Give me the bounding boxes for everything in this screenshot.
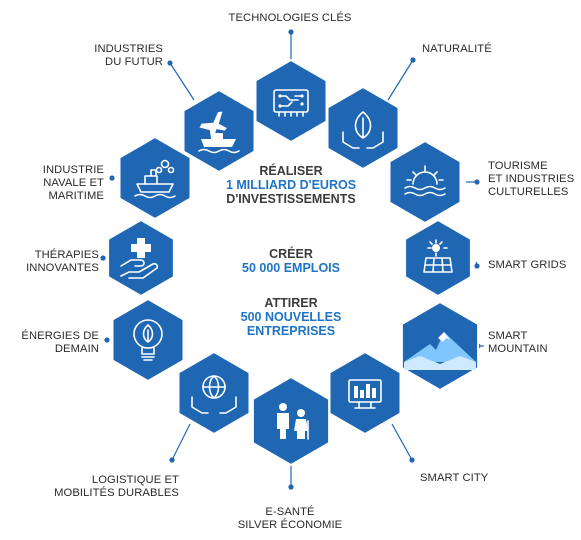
caregiver-icon bbox=[277, 403, 309, 440]
circuit-board-icon bbox=[273, 89, 309, 117]
connector-dot-smart-grids bbox=[474, 263, 480, 269]
goal-investment: RÉALISER 1 MILLIARD D'EUROS D'INVESTISSE… bbox=[196, 164, 386, 206]
hex-smart-grids bbox=[404, 218, 472, 298]
hex-futur bbox=[182, 88, 256, 174]
connector-dot-navale bbox=[109, 175, 115, 181]
hex-smart-mountain bbox=[400, 300, 480, 392]
plane-ship-icon bbox=[198, 111, 240, 154]
hexagon-shape bbox=[182, 88, 256, 174]
sunrise-waves-icon bbox=[404, 165, 446, 197]
connector-dot-technologies bbox=[288, 29, 294, 35]
connector-dot-futur bbox=[167, 60, 173, 66]
hex-smart-city bbox=[328, 350, 402, 436]
lightbulb-leaf-icon bbox=[133, 319, 163, 361]
hex-tourisme bbox=[388, 139, 462, 225]
hex-therapies bbox=[107, 218, 175, 298]
label-industrie-navale: INDUSTRIE NAVALE ET MARITIME bbox=[42, 164, 104, 202]
hex-logistique bbox=[177, 350, 251, 436]
connector-dot-e-sante bbox=[288, 484, 294, 490]
goal-jobs-amount: 50 000 EMPLOIS bbox=[242, 261, 340, 275]
connector-smart-city bbox=[391, 423, 413, 461]
leaf-hands-icon bbox=[342, 111, 384, 149]
label-technologies-cles: TECHNOLOGIES CLÉS bbox=[228, 12, 352, 24]
city-screen-icon bbox=[348, 379, 382, 409]
label-tourisme: TOURISME ET INDUSTRIES CULTURELLES bbox=[488, 160, 575, 198]
connector-dot-tourisme bbox=[474, 179, 480, 185]
goal-jobs-verb: CRÉER bbox=[269, 247, 313, 261]
hexagon-shape bbox=[328, 350, 402, 436]
hexagon-shape bbox=[177, 350, 251, 436]
connector-dot-therapies bbox=[100, 255, 106, 261]
label-naturalite: NATURALITÉ bbox=[422, 43, 492, 55]
label-logistique: LOGISTIQUE ET MOBILITÉS DURABLES bbox=[54, 474, 179, 499]
connector-naturalite bbox=[387, 59, 414, 101]
hexagon-shape bbox=[118, 135, 192, 221]
label-smart-grids: SMART GRIDS bbox=[488, 259, 567, 271]
goal-investment-amount: 1 MILLIARD D'EUROS bbox=[225, 178, 357, 192]
ship-gears-icon bbox=[134, 159, 176, 199]
goal-jobs: CRÉER 50 000 EMPLOIS bbox=[196, 247, 386, 275]
hexagon-shape bbox=[254, 58, 328, 144]
label-therapies: THÉRAPIES INNOVANTES bbox=[26, 249, 99, 274]
label-e-sante: E-SANTÉ SILVER ÉCONOMIE bbox=[237, 506, 343, 531]
goal-companies-amount: 500 NOUVELLES bbox=[240, 310, 342, 324]
goal-companies-verb: ATTIRER bbox=[264, 296, 318, 310]
hex-technologies bbox=[254, 58, 328, 144]
medical-cross-hand-icon bbox=[120, 238, 159, 279]
goal-investment-object: D'INVESTISSEMENTS bbox=[226, 192, 356, 206]
connector-dot-smart-city bbox=[409, 457, 415, 463]
connector-dot-logistique bbox=[169, 457, 175, 463]
label-smart-city: SMART CITY bbox=[420, 472, 489, 484]
hexagon-shape bbox=[388, 139, 462, 225]
globe-hands-icon bbox=[191, 375, 237, 414]
connector-lines bbox=[100, 29, 484, 490]
hex-navale bbox=[118, 135, 192, 221]
solar-panel-icon bbox=[423, 239, 453, 273]
label-smart-mountain: SMART MOUNTAIN bbox=[488, 330, 548, 355]
connector-dot-naturalite bbox=[410, 57, 416, 63]
hexagon-shape bbox=[251, 375, 331, 467]
hex-e-sante bbox=[251, 375, 331, 467]
connector-dot-energies bbox=[104, 337, 110, 343]
mountain-icon bbox=[404, 332, 476, 370]
label-energies: ÉNERGIES DE DEMAIN bbox=[21, 330, 99, 355]
connector-futur bbox=[169, 62, 195, 101]
connector-logistique bbox=[171, 423, 191, 461]
label-industries-futur: INDUSTRIES DU FUTUR bbox=[94, 43, 163, 68]
hex-energies bbox=[111, 297, 185, 383]
goal-companies-object: ENTREPRISES bbox=[246, 324, 336, 338]
goal-companies: ATTIRER 500 NOUVELLES ENTREPRISES bbox=[196, 296, 386, 338]
hex-naturalite bbox=[326, 85, 400, 171]
hexagon-ring bbox=[107, 58, 480, 467]
goal-investment-verb: RÉALISER bbox=[259, 164, 323, 178]
